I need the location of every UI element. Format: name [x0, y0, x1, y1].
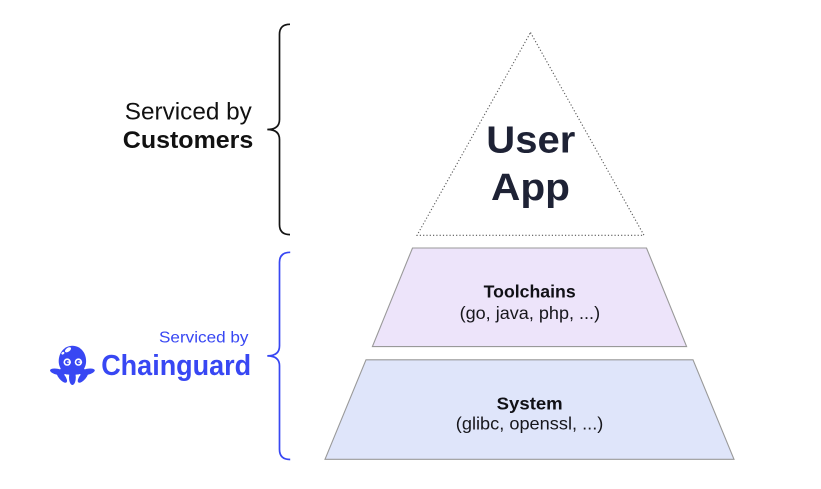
- svg-text:System: System: [497, 394, 563, 414]
- svg-text:Serviced by: Serviced by: [125, 99, 252, 126]
- svg-text:(glibc, openssl, ...): (glibc, openssl, ...): [456, 413, 604, 433]
- svg-text:App: App: [491, 167, 570, 209]
- svg-text:Customers: Customers: [123, 127, 254, 154]
- svg-text:Serviced by: Serviced by: [159, 329, 249, 346]
- svg-text:User: User: [486, 119, 575, 161]
- svg-text:(go, java, php, ...): (go, java, php, ...): [460, 303, 600, 323]
- svg-text:Chainguard: Chainguard: [101, 350, 251, 382]
- svg-text:Toolchains: Toolchains: [484, 281, 576, 301]
